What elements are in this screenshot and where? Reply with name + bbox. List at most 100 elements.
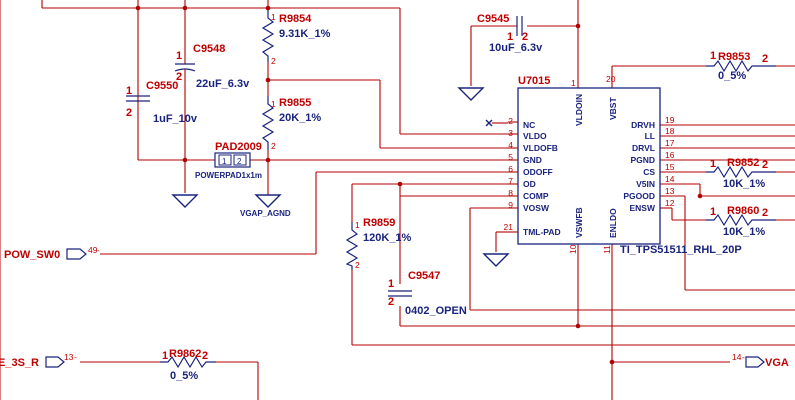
pin-num: 2 [508,116,513,126]
net-dash: - [742,352,745,362]
ref-label: R9862 [169,348,201,360]
capacitor-c9550: 1 2 C9550 1uF_10v [126,80,198,125]
resistor-r9853: 1 2 R9853 0_5% [706,50,776,82]
pin-name: COMP [523,191,549,201]
pin-name: VLDOIN [574,94,584,126]
net-name: POW_SW0 [4,249,60,261]
pin-name: ODOFF [523,167,553,177]
ground-symbol [457,87,485,101]
ic-ref: U7015 [518,75,550,87]
pin-label: 2 [126,107,132,119]
net-pin: 14 [732,352,742,362]
pin-name: GND [523,155,542,165]
pin-label: 1 [162,350,168,362]
value-label: 9.31K_1% [279,28,331,40]
pin-num: 4 [508,140,513,150]
pin-label: 1 [507,31,513,43]
ground-symbol [171,194,199,208]
pin-name: VLDO [523,131,547,141]
pin-label: 1 [176,50,182,62]
pin-label: 2 [388,296,394,308]
resistor-r9855: 1 2 R9855 20K_1% [261,96,321,151]
pad-pin-label: 1 [222,157,227,166]
ref-label: R9859 [363,217,395,229]
resistor-r9860: 1 2 R9860 10K_1% [706,205,776,238]
pin-label: 1 [271,12,276,22]
pin-label: 2 [202,350,208,362]
pin-name: OD [523,179,536,189]
pin-num: 16 [665,150,675,160]
connector-e3s: E_3S_R 13 - [0,352,77,369]
pin-name: DRVL [632,143,655,153]
capacitor-c9547: 1 2 C9547 0402_OPEN [388,270,467,317]
net-pin: 49 [88,245,98,255]
pin-name: V5IN [636,179,655,189]
pin-label: 1 [388,278,394,290]
pin-num: 15 [665,162,675,172]
pin-name: NC [523,120,535,130]
pin-num: 21 [504,222,514,232]
net-dash: - [97,245,100,255]
pin-label: 2 [271,141,276,151]
pin-name: VOSW [523,203,550,213]
ref-label: C9548 [193,43,225,55]
pin-label: 2 [271,56,276,66]
pin-label: 1 [126,85,132,97]
pin-num: 6 [508,164,513,174]
value-label: 0_5% [170,370,198,382]
pin-num: 12 [665,198,675,208]
pin-name: PGND [630,155,655,165]
pin-name: PGOOD [623,191,655,201]
pin-label: 1 [710,50,716,62]
pin-name: VBST [608,97,618,120]
ref-label: C9547 [408,270,440,282]
value-label: 10K_1% [723,226,765,238]
pin-num: 17 [665,138,675,148]
capacitor-c9548: 1 2 C9548 22uF_6.3v [174,43,250,90]
nc-mark [485,119,508,127]
ic-u7015: U7015 TI_TPS51511_RHL_20P 2 3 4 5 6 7 8 … [485,74,742,256]
ref-label: R9852 [727,157,759,169]
pad-pin-label: 2 [237,157,242,166]
pin-num: 20 [606,74,616,84]
pin-name: VSWFB [574,207,584,238]
pin-num: 7 [508,176,513,186]
value-label: 20K_1% [279,112,321,124]
ref-label: R9855 [279,97,311,109]
pin-num: 1 [571,78,576,88]
pin-label: 2 [762,53,768,65]
pin-num: 19 [665,115,675,125]
pin-label: 2 [355,260,360,270]
resistor-r9862: 1 2 R9862 0_5% [160,348,216,382]
pin-name: ENLDO [608,208,618,238]
resistor-r9854: 1 2 R9854 9.31K_1% [261,10,331,66]
pin-label: 1 [710,158,716,170]
value-label: 10uF_6.3v [489,42,543,54]
wires [41,0,795,400]
net-dash: - [74,352,77,362]
capacitor-c9545: 1 2 C9545 10uF_6.3v [477,13,543,54]
junctions [135,5,703,365]
pin-name: ENSW [630,203,656,213]
value-label: 0_5% [718,70,746,82]
pin-num: 10 [568,244,578,254]
pin-num: 9 [508,200,513,210]
ref-label: R9853 [718,51,750,63]
pin-label: 2 [762,159,768,171]
net-name: E_3S_R [0,357,39,369]
pin-name: LL [645,131,655,141]
pin-num: 18 [665,126,675,136]
pin-num: 3 [508,128,513,138]
ref-label: C9545 [477,13,509,25]
pin-name: TML-PAD [523,227,561,237]
ground-symbol-agnd: VGAP_AGND [240,194,291,218]
ref-label: PAD2009 [215,141,262,153]
ref-label: R9860 [727,205,759,217]
pin-name: DRVH [631,120,655,130]
pin-label: 2 [176,71,182,83]
value-label: POWERPAD1x1m [195,171,262,180]
pin-name: CS [643,167,655,177]
ref-label: R9854 [279,13,312,25]
ref-label: C9550 [146,80,178,92]
